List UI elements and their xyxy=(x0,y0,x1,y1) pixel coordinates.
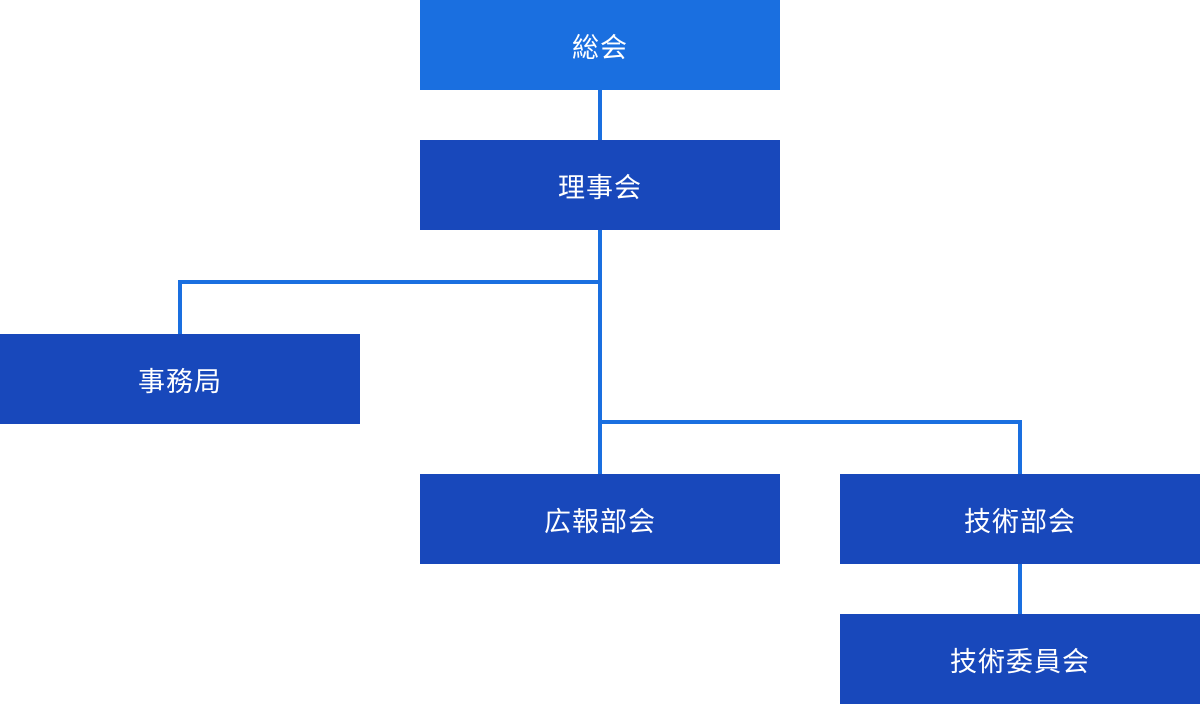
connector-branch-secretariat-h xyxy=(178,280,602,284)
connector-branch-divisions-h xyxy=(598,420,1022,424)
node-secretariat: 事務局 xyxy=(0,334,360,424)
node-board-of-directors: 理事会 xyxy=(420,140,780,230)
connector-technical-committee xyxy=(1018,564,1022,614)
connector-board-trunk xyxy=(598,230,602,474)
connector-branch-secretariat-v xyxy=(178,280,182,334)
node-general-assembly: 総会 xyxy=(420,0,780,90)
node-technical-division: 技術部会 xyxy=(840,474,1200,564)
connector-branch-technical-v xyxy=(1018,420,1022,474)
node-technical-committee: 技術委員会 xyxy=(840,614,1200,704)
node-public-relations: 広報部会 xyxy=(420,474,780,564)
connector-assembly-board xyxy=(598,90,602,140)
